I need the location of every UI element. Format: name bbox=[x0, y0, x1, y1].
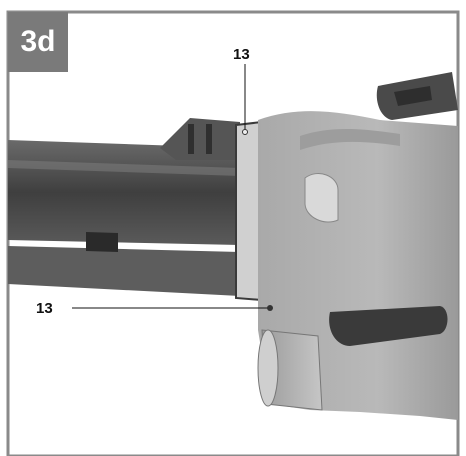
tube-highlight bbox=[8, 160, 240, 176]
figure-label: 3d bbox=[8, 12, 68, 72]
tube-clip-rib bbox=[188, 124, 194, 154]
tube-slot bbox=[86, 232, 118, 252]
housing-ridge bbox=[300, 129, 400, 150]
callout-13-top: 13 bbox=[233, 46, 250, 63]
release-lever bbox=[329, 306, 448, 346]
blow-tube-lower bbox=[8, 246, 240, 296]
top-grip-cutout bbox=[394, 86, 432, 106]
tube-clip bbox=[160, 118, 240, 160]
leader-left-dot bbox=[267, 305, 273, 311]
housing-vent bbox=[304, 173, 339, 223]
nozzle-opening bbox=[257, 329, 279, 407]
leader-top-dot bbox=[242, 129, 248, 135]
callout-13-left: 13 bbox=[36, 300, 53, 317]
tube-clip-rib-2 bbox=[206, 124, 212, 154]
